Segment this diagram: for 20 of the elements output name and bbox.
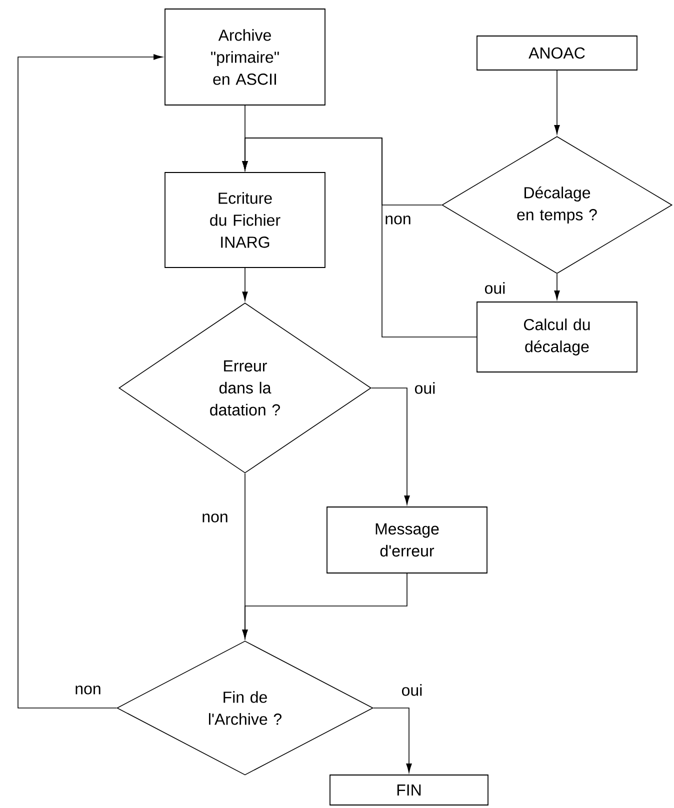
process-box: ANOAC: [476, 36, 638, 70]
arrow: [242, 138, 477, 338]
arrow: [554, 274, 560, 300]
process-box: Message d'erreur: [326, 506, 488, 574]
arrow: [554, 70, 560, 134]
edge-label: oui: [483, 281, 507, 295]
arrow: [18, 54, 163, 708]
edge-label: non: [74, 684, 102, 696]
edge-label: oui: [413, 381, 437, 395]
process-box: Archive "primaire" en ASCII: [164, 8, 326, 106]
process-box: Ecriture du Fichier INARG: [164, 172, 326, 268]
process-box: FIN: [330, 774, 488, 806]
arrow: [242, 268, 248, 301]
process-box: Calcul du décalage: [476, 302, 638, 372]
arrow: [371, 388, 410, 505]
edge-label: oui: [400, 683, 424, 697]
arrow: [242, 573, 408, 639]
arrow: [373, 708, 412, 773]
edge-label: non: [200, 512, 230, 524]
edge-label: non: [384, 214, 412, 226]
